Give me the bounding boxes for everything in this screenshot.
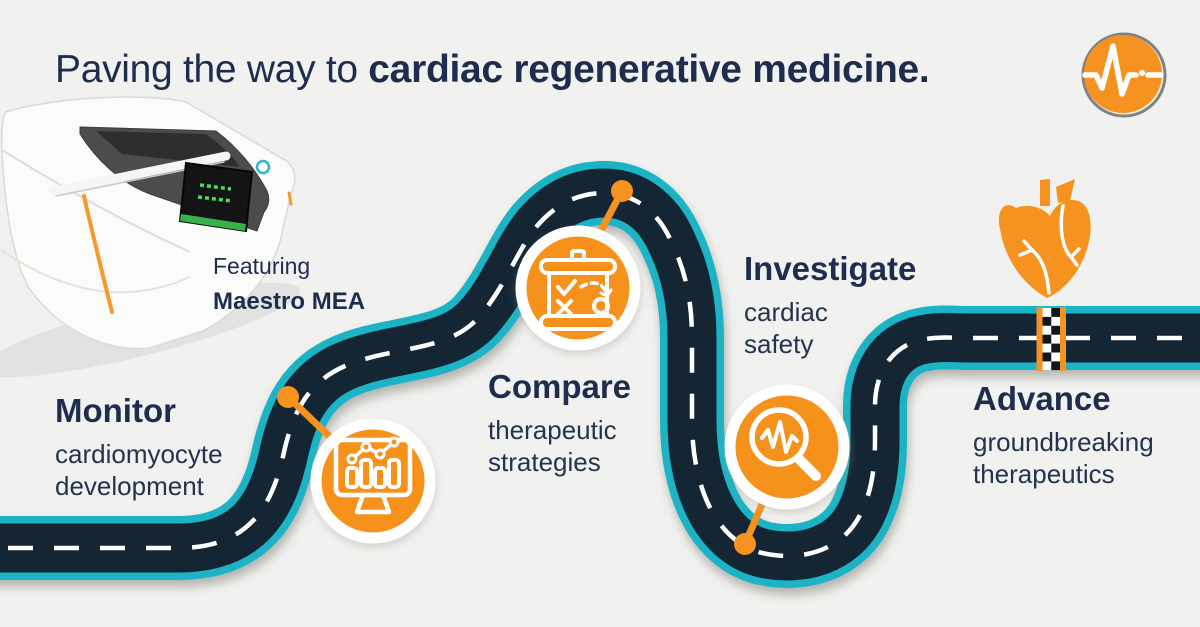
investigate-badge: [724, 384, 850, 510]
milestone-monitor-sub: cardiomyocyte development: [55, 438, 223, 502]
title-regular: Paving the way to: [55, 48, 369, 91]
maestro-mea-device-image: [0, 96, 301, 378]
road-dot-monitor: [277, 386, 299, 408]
magnifier-waveform-icon: [749, 407, 821, 481]
device-caption-name: Maestro MEA: [213, 287, 366, 315]
milestone-compare-heading: Compare: [488, 368, 632, 405]
milestone-investigate-heading: Investigate: [744, 250, 917, 287]
winding-road: [0, 160, 1200, 588]
anatomical-heart-icon: [998, 179, 1091, 298]
strategy-board-icon: [539, 249, 617, 331]
compare-badge: [515, 225, 641, 351]
pulse-circle-logo: [1081, 32, 1167, 118]
milestone-advance: Advance groundbreaking therapeutics: [973, 380, 1154, 491]
checkered-finish-line: [1036, 307, 1066, 371]
road-asphalt: [0, 168, 1200, 581]
device-caption-featuring: Featuring: [213, 253, 311, 279]
road-dot-compare: [611, 180, 633, 202]
milestone-monitor: Monitor cardiomyocyte development: [55, 392, 223, 503]
milestone-compare: Compare therapeutic strategies: [488, 368, 632, 479]
monitor-chart-icon: [333, 436, 413, 515]
title-bold: cardiac regenerative medicine.: [368, 48, 930, 91]
page-title: Paving the way to cardiac regenerative m…: [55, 48, 930, 92]
device-screen: [178, 161, 254, 233]
device-orange-stripe: [82, 194, 114, 314]
device-handle: [49, 151, 231, 196]
device-caption: Featuring Maestro MEA: [213, 252, 365, 317]
device-logo-dot: [255, 159, 271, 175]
milestone-monitor-heading: Monitor: [55, 392, 176, 429]
milestone-advance-heading: Advance: [973, 380, 1111, 417]
milestone-investigate-sub: cardiac safety: [744, 296, 828, 360]
monitor-badge: [310, 418, 436, 544]
road-dot-investigate: [734, 533, 756, 555]
milestone-advance-sub: groundbreaking therapeutics: [973, 426, 1154, 490]
milestone-investigate: Investigate cardiac safety: [744, 250, 917, 361]
milestone-compare-sub: therapeutic strategies: [488, 414, 617, 478]
